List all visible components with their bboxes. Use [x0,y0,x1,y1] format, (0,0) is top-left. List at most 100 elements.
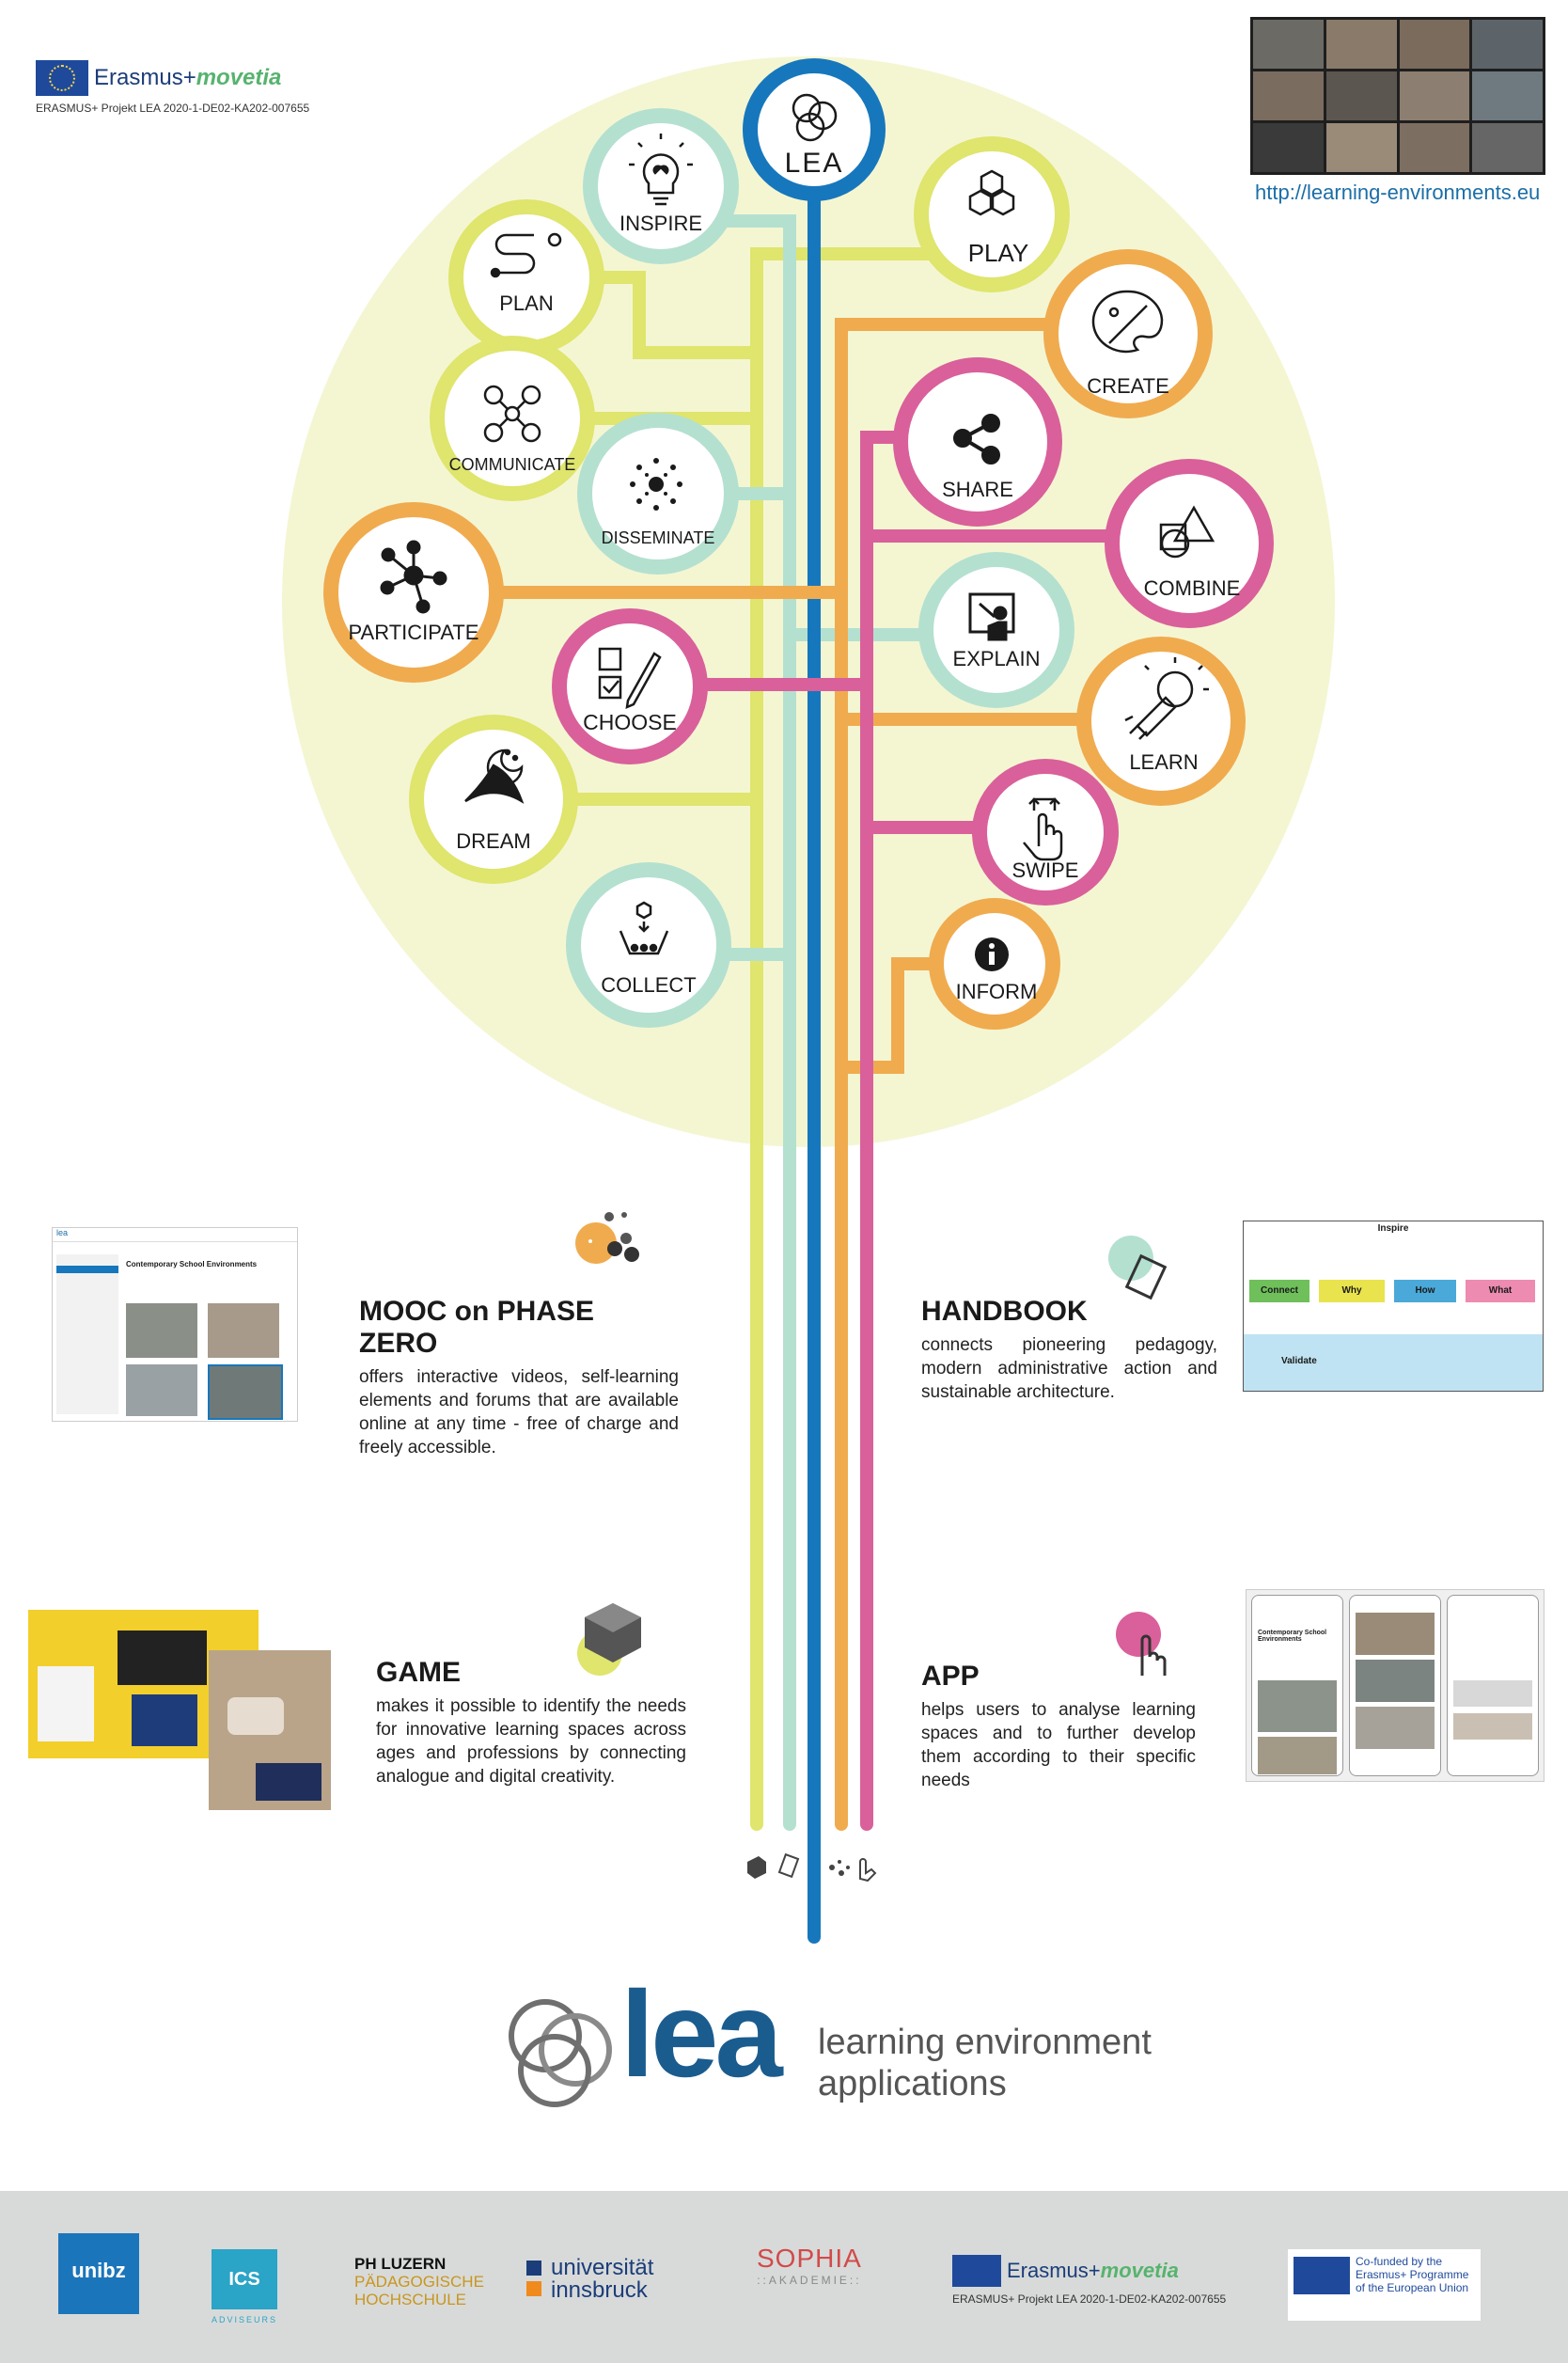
handbook-text: connects pioneering pedagogy, modern adm… [921,1335,1217,1402]
diagram-top-label: Inspire [1377,1223,1409,1234]
handbook-icon [1105,1232,1180,1321]
node-label: PLAN [499,291,553,315]
node-play: PLAY [914,136,1070,292]
boat-moon-icon [464,748,525,804]
dots-icon [829,1860,850,1876]
tagline-line-1: learning environment [818,2023,1152,2062]
app-screenshots: Contemporary School Environments [1246,1589,1544,1782]
game-cube-icon [575,1599,651,1688]
sophia-logo: SOPHIA ::AKADEMIE:: [757,2244,862,2287]
uibk-square-blue [526,2261,541,2276]
phl-line-3: HOCHSCHULE [354,2291,467,2308]
game-text: makes it possible to identify the needs … [376,1696,686,1787]
game-photo-2 [209,1650,331,1810]
arrow-why: Why [1319,1280,1385,1302]
lea-brand-logo [498,1993,620,2116]
node-inform: INFORM [929,898,1060,1030]
phl-line-1: PH LUZERN [354,2255,447,2273]
swipe-hand-icon [1023,797,1063,861]
hexagons-icon [968,169,1015,216]
ph-luzern-logo: PH LUZERN PÄDAGOGISCHE HOCHSCHULE [354,2255,484,2308]
mooc-screen-title: Contemporary School Environments [126,1260,258,1268]
lea-wordmark: lea [620,1965,783,2103]
handbook-title: HANDBOOK [921,1296,1088,1327]
footer-erasmus-logo: Erasmus+ movetia ERASMUS+ Projekt LEA 20… [952,2255,1226,2306]
node-collect: COLLECT [566,862,731,1028]
share-icon [953,414,1000,465]
eu-line-2: Erasmus+ Programme [1356,2268,1469,2281]
node-label: DISSEMINATE [602,528,715,547]
eu-cofunded-logo: Co-funded by the Erasmus+ Programme of t… [1288,2249,1481,2321]
burst-icon [630,458,682,511]
hand-icon [859,1858,877,1883]
presenter-icon [968,592,1015,641]
node-label: SWIPE [1012,859,1079,882]
node-label: DREAM [456,829,530,853]
erasmus-movetia-logo: Erasmus+ movetia ERASMUS+ Projekt LEA 20… [36,60,309,115]
node-inspire: INSPIRE [583,108,739,264]
node-label: INFORM [956,980,1038,1003]
sophia-line-2: ::AKADEMIE:: [757,2274,862,2287]
basket-icon [619,901,669,955]
eu-flag-icon [1294,2257,1350,2294]
arrow-how: How [1394,1280,1456,1302]
erasmus-text: Erasmus+ [94,65,196,90]
eu-flag-icon [952,2255,1001,2287]
node-share: SHARE [893,357,1062,527]
uibk-line-1: universität [551,2255,654,2280]
diagram-bottom-label: Validate [1281,1356,1317,1366]
node-label: COLLECT [601,973,696,997]
project-reference: ERASMUS+ Projekt LEA 2020-1-DE02-KA202-0… [36,102,310,115]
partner-footer: unibz ICS ADVISEURS PH LUZERN PÄDAGOGISC… [0,2191,1568,2363]
eu-line-3: of the European Union [1356,2281,1469,2294]
node-plan: PLAN [448,199,604,355]
node-label: CREATE [1087,374,1169,398]
uibk-line-2: innsbruck [551,2277,648,2303]
node-label: PLAY [968,239,1029,267]
handbook-section: HANDBOOK connects pioneering pedagogy, m… [921,1296,1217,1404]
mooc-text: offers interactive videos, self-learning… [359,1367,679,1457]
app-title: APP [921,1661,980,1692]
info-icon [975,937,1009,971]
mooc-title: MOOC on PHASE ZERO [359,1296,595,1359]
node-create: CREATE [1043,249,1213,418]
node-explain: EXPLAIN [918,552,1074,708]
app-text: helps users to analyse learning spaces a… [921,1700,1196,1790]
node-learn: LEARN [1076,637,1246,806]
handbook-diagram: Inspire Validate Connect Why How What [1243,1221,1544,1392]
node-label: COMBINE [1144,576,1241,600]
uibk-square-orange [526,2281,541,2296]
game-section: GAME makes it possible to identify the n… [376,1657,686,1788]
mooc-screenshot: lea Contemporary School Environments [52,1227,298,1422]
app-phone-3 [1447,1595,1539,1776]
lea-tree-graphic: LEA INSPIRE PLAY PLAN [282,56,1335,1944]
node-label: CHOOSE [583,710,677,734]
sophia-line-1: SOPHIA [757,2244,862,2273]
trunk-root-icons [747,1852,877,1883]
node-participate: PARTICIPATE [323,502,504,683]
shapes-icon [1159,505,1215,559]
people-network-icon [483,385,541,443]
route-icon [490,232,562,278]
mooc-section: MOOC on PHASE ZERO offers interactive vi… [359,1296,679,1459]
rocket-icon [1124,657,1209,740]
checklist-pencil-icon [598,647,662,710]
footer-project-reference: ERASMUS+ Projekt LEA 2020-1-DE02-KA202-0… [952,2292,1227,2306]
mooc-dots-icon [570,1205,650,1276]
palette-brush-icon [1091,290,1164,354]
erasmus-text: Erasmus+ [1007,2259,1101,2282]
node-label: COMMUNICATE [449,455,576,474]
node-communicate: COMMUNICATE [430,336,595,501]
website-link[interactable]: http://learning-environments.eu [1255,181,1541,204]
lightbulb-heart-icon [629,134,693,206]
eu-line-1: Co-funded by the [1356,2255,1443,2268]
phl-line-2: PÄDAGOGISCHE [354,2273,484,2291]
molecule-icon [380,540,447,614]
arrow-what: What [1466,1280,1535,1302]
tagline-line-2: applications [818,2064,1007,2103]
node-disseminate: DISSEMINATE [577,413,739,575]
ics-logo: ICS [212,2249,277,2309]
node-choose: CHOOSE [552,608,708,764]
node-label: SHARE [942,478,1013,501]
app-screen-title: Contemporary School Environments [1258,1630,1327,1643]
